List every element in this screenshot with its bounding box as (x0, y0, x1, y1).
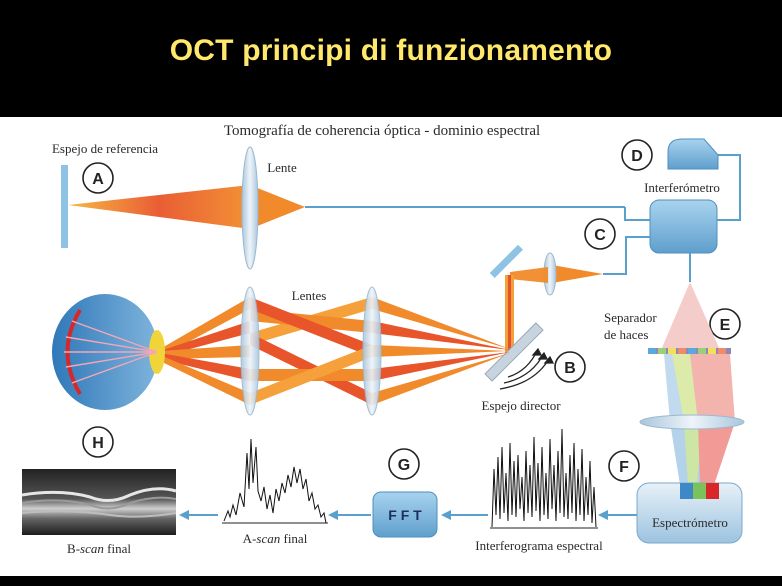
detector-blue (680, 483, 693, 499)
relay-lens-2 (362, 286, 382, 416)
label-bscan: B-scan final (67, 541, 131, 556)
label-ascan: A-scan final (243, 531, 308, 546)
fold-mirror (489, 244, 523, 278)
relay-lens-1 (240, 286, 260, 416)
bscan-image (21, 469, 177, 535)
marker-g: G (388, 448, 420, 480)
diagram-title: Tomografía de coherencia óptica - domini… (224, 123, 540, 139)
detector-red (706, 483, 719, 499)
detector-green (693, 483, 706, 499)
marker-d: D (621, 139, 653, 171)
interferogram-signal (491, 428, 597, 528)
scanning-mirror (484, 322, 544, 382)
label-lentes: Lentes (292, 288, 327, 303)
reference-beam-left (68, 185, 250, 229)
oct-diagram: Tomografía de coherencia óptica - domini… (21, 123, 745, 556)
marker-a: A (82, 162, 114, 194)
label-espectrometro: Espectrómetro (652, 515, 728, 530)
marker-f: F (608, 450, 640, 482)
diagram-panel: Tomografía de coherencia óptica - domini… (0, 117, 782, 576)
label-interferograma: Interferograma espectral (475, 538, 603, 553)
lens-reference (241, 146, 259, 270)
svg-text:F: F (619, 459, 629, 476)
svg-text:E: E (720, 317, 731, 334)
svg-text:H: H (92, 435, 104, 452)
reference-mirror (61, 165, 68, 248)
eye (52, 294, 165, 410)
label-interferometro: Interferómetro (644, 180, 720, 195)
label-separador-1: Separador (604, 310, 657, 325)
sample-beam-focus (552, 265, 603, 283)
ascan-signal (223, 438, 327, 524)
fft-box (372, 491, 438, 538)
slide-title: OCT principi di funzionamento (169, 34, 613, 67)
fiber-to-source (717, 154, 741, 221)
label-separador-2: de haces (604, 327, 648, 342)
svg-text:A: A (92, 171, 104, 188)
svg-text:C: C (594, 227, 606, 244)
input-beam-cone (661, 282, 720, 350)
slide-header: OCT principi di funzionamento (0, 0, 782, 117)
sample-beams (160, 297, 510, 405)
marker-b: B (554, 351, 586, 383)
beam-segment-horizontal (510, 267, 548, 283)
svg-text:D: D (631, 148, 643, 165)
label-espejo-director: Espejo director (481, 398, 561, 413)
scan-arrows (499, 347, 555, 390)
marker-c: C (584, 218, 616, 250)
marker-e: E (709, 308, 741, 340)
reference-beam-focus (250, 185, 305, 229)
svg-text:G: G (398, 457, 410, 474)
label-espejo-referencia: Espejo de referencia (52, 141, 158, 156)
spectrometer-lens (639, 414, 745, 430)
interferometer-box (649, 199, 718, 254)
dispersed-beams (664, 354, 735, 485)
label-lente: Lente (267, 160, 297, 175)
fiber-sample (603, 236, 650, 275)
fiber-reference-link (624, 207, 650, 221)
flow-arrows (179, 510, 637, 520)
light-source (667, 138, 719, 170)
grating-colors (648, 348, 726, 354)
marker-h: H (82, 426, 114, 458)
slide-footer-bar (0, 576, 782, 586)
svg-text:B: B (564, 360, 576, 377)
fft-label: F F T (388, 507, 422, 523)
